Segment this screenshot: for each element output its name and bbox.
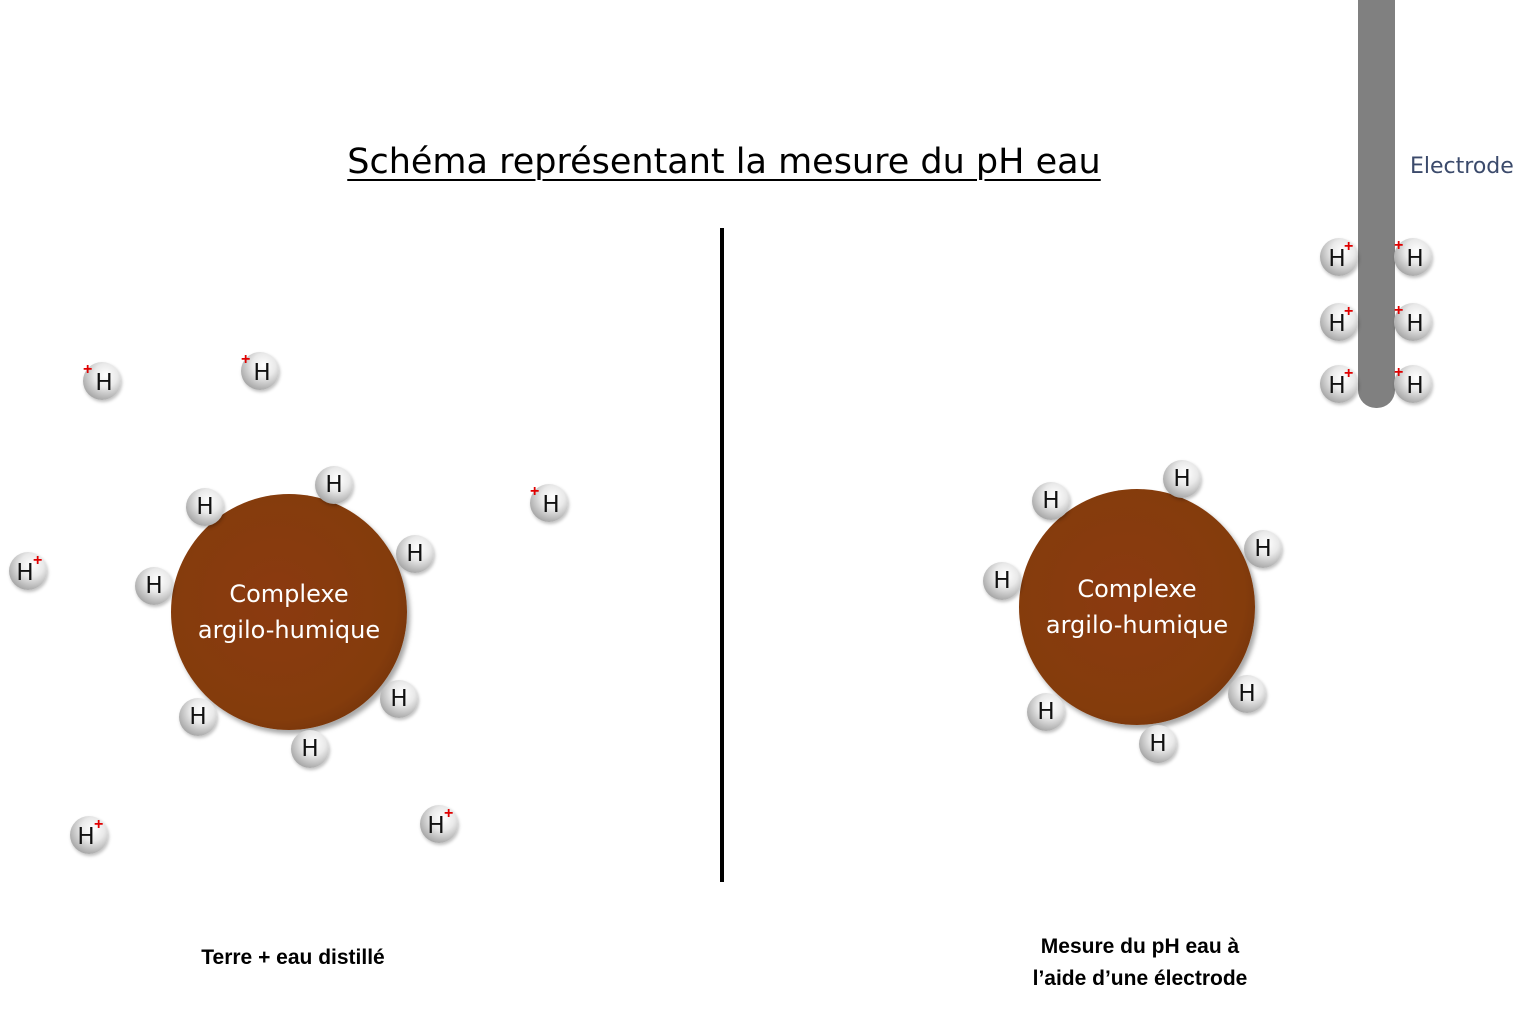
hydrogen-atom-right-bound: H — [983, 562, 1021, 600]
caption-right-line2: l’aide d’une électrode — [1032, 967, 1248, 990]
hydrogen-symbol: H — [77, 824, 95, 850]
hydrogen-ion-left-free: +H — [70, 816, 108, 854]
hydrogen-ion-electrode: +H — [1320, 365, 1358, 403]
complex-left: Complexe argilo-humique — [171, 494, 407, 730]
hydrogen-atom-right-bound: H — [1027, 693, 1065, 731]
caption-right-line1: Mesure du pH eau à — [1040, 935, 1240, 958]
charge-plus: + — [1394, 302, 1404, 319]
hydrogen-symbol: H — [253, 360, 271, 386]
hydrogen-ion-electrode: +H — [1320, 303, 1358, 341]
hydrogen-symbol: H — [1328, 311, 1346, 337]
hydrogen-atom-left-bound: H — [396, 535, 434, 573]
hydrogen-ion-electrode: +H — [1320, 238, 1358, 276]
hydrogen-symbol: H — [542, 492, 560, 518]
caption-left: Terre + eau distillé — [201, 946, 385, 969]
hydrogen-atom-right-bound: H — [1163, 460, 1201, 498]
charge-plus: + — [530, 483, 540, 500]
hydrogen-symbol: H — [427, 813, 445, 839]
complex-right-label-line2: argilo-humique — [1045, 611, 1229, 639]
charge-plus: + — [1394, 237, 1404, 254]
hydrogen-symbol: H — [1238, 681, 1256, 707]
hydrogen-atom-left-bound: H — [135, 567, 173, 605]
hydrogen-symbol: H — [1328, 373, 1346, 399]
charge-plus: + — [444, 805, 454, 822]
hydrogen-atom-right-bound: H — [1228, 675, 1266, 713]
complex-left-label-line1: Complexe — [229, 580, 349, 608]
charge-plus: + — [1344, 365, 1354, 382]
hydrogen-atom-left-bound: H — [315, 466, 353, 504]
charge-plus: + — [1344, 303, 1354, 320]
hydrogen-ion-left-free: +H — [420, 805, 458, 843]
hydrogen-atom-right-bound: H — [1139, 725, 1177, 763]
hydrogen-atom-right-bound: H — [1244, 530, 1282, 568]
complex-right: Complexe argilo-humique — [1019, 489, 1255, 725]
hydrogen-symbol: H — [1406, 246, 1424, 272]
charge-plus: + — [83, 361, 93, 378]
hydrogen-symbol: H — [196, 494, 214, 520]
hydrogen-ion-left-free: +H — [530, 484, 568, 522]
hydrogen-symbol: H — [1254, 536, 1272, 562]
charge-plus: + — [94, 816, 104, 833]
center-divider — [720, 228, 724, 882]
hydrogen-ion-left-free: +H — [9, 552, 47, 590]
hydrogen-symbol: H — [1042, 488, 1060, 514]
charge-plus: + — [1394, 364, 1404, 381]
hydrogen-symbol: H — [1149, 731, 1167, 757]
hydrogen-ion-left-free: +H — [241, 352, 279, 390]
hydrogen-symbol: H — [1328, 246, 1346, 272]
hydrogen-symbol: H — [189, 704, 207, 730]
hydrogen-atom-left-bound: H — [179, 698, 217, 736]
hydrogen-symbol: H — [95, 370, 113, 396]
hydrogen-symbol: H — [325, 472, 343, 498]
electrode — [1358, 0, 1395, 408]
hydrogen-ion-electrode: +H — [1394, 303, 1432, 341]
hydrogen-symbol: H — [1037, 699, 1055, 725]
hydrogen-atom-left-bound: H — [186, 488, 224, 526]
charge-plus: + — [241, 351, 251, 368]
hydrogen-ion-left-free: +H — [83, 362, 121, 400]
hydrogen-symbol: H — [145, 573, 163, 599]
electrode-label: Electrode — [1410, 154, 1514, 179]
hydrogen-atom-left-bound: H — [380, 680, 418, 718]
hydrogen-symbol: H — [1406, 373, 1424, 399]
hydrogen-symbol: H — [993, 568, 1011, 594]
caption-right: Mesure du pH eau à l’aide d’une électrod… — [990, 931, 1290, 995]
hydrogen-ion-electrode: +H — [1394, 365, 1432, 403]
hydrogen-atom-left-bound: H — [291, 730, 329, 768]
hydrogen-symbol: H — [1406, 311, 1424, 337]
hydrogen-ion-electrode: +H — [1394, 238, 1432, 276]
complex-right-label-line1: Complexe — [1077, 575, 1197, 603]
hydrogen-symbol: H — [390, 686, 408, 712]
hydrogen-symbol: H — [406, 541, 424, 567]
charge-plus: + — [33, 552, 43, 569]
hydrogen-atom-right-bound: H — [1032, 482, 1070, 520]
complex-left-label-line2: argilo-humique — [197, 616, 381, 644]
hydrogen-symbol: H — [16, 560, 34, 586]
hydrogen-symbol: H — [1173, 466, 1191, 492]
hydrogen-symbol: H — [301, 736, 319, 762]
charge-plus: + — [1344, 238, 1354, 255]
diagram-title: Schéma représentant la mesure du pH eau — [347, 142, 1101, 182]
